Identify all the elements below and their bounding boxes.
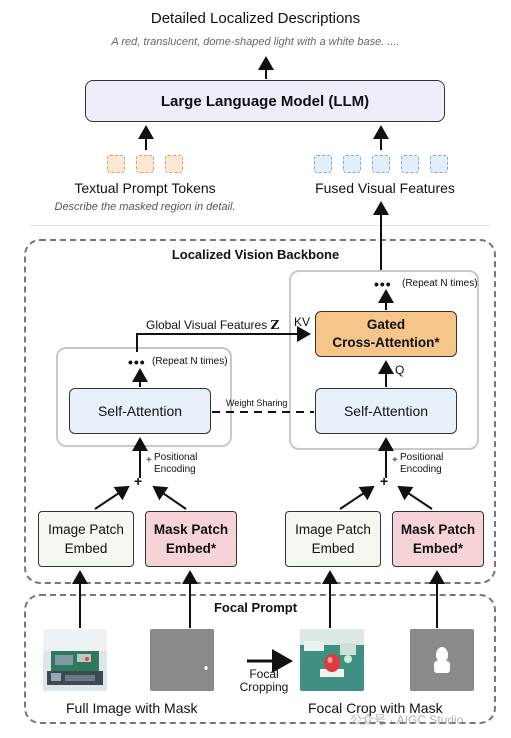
backbone-title: Localized Vision Backbone (171, 247, 340, 262)
focal-prompt-region (24, 594, 496, 724)
separator (30, 225, 490, 226)
text-token (136, 155, 154, 173)
text-token (107, 155, 125, 173)
focal-crop-thumbnail (300, 629, 364, 691)
visual-tokens-label: Fused Visual Features (315, 180, 455, 196)
arrow-embed-plus (397, 485, 433, 510)
text-token (165, 155, 183, 173)
full-mask-thumbnail (150, 629, 214, 691)
output-example: A red, translucent, dome-shaped light wi… (111, 36, 400, 48)
visual-token (430, 155, 448, 173)
full-image-caption: Full Image with Mask (66, 700, 198, 716)
global-features-label: Global Visual Features Z (146, 318, 280, 332)
visual-token (401, 155, 419, 173)
textual-tokens-instruction: Describe the masked region in detail. (54, 201, 236, 213)
repeat-dots-right: ••• (374, 276, 392, 292)
watermark: 公众号 · AIGC Studio (350, 713, 464, 727)
arrow-embed-plus (94, 485, 130, 510)
visual-token (343, 155, 361, 173)
kv-label: KV (294, 315, 311, 329)
visual-token (314, 155, 332, 173)
weight-sharing-label: Weight Sharing (226, 398, 288, 408)
focal-prompt-title: Focal Prompt (213, 600, 298, 615)
pos-enc-plus-left: + (146, 455, 152, 466)
textual-tokens-label: Textual Prompt Tokens (74, 180, 216, 196)
focal-mask-thumbnail (410, 629, 474, 691)
backbone-region (24, 239, 496, 584)
focal-crop-caption: Focal Crop with Mask (308, 700, 443, 716)
arrow-global-features (136, 326, 311, 352)
repeat-label-right: (Repeat N times) (402, 278, 478, 289)
right-self-attention: Self-Attention (315, 388, 457, 434)
arrow-embed-plus (152, 485, 187, 510)
arrow-embed-plus (339, 485, 375, 510)
left-self-attention: Self-Attention (69, 388, 211, 434)
q-label: Q (395, 363, 405, 377)
visual-token (372, 155, 390, 173)
output-title: Detailed Localized Descriptions (150, 10, 361, 27)
llm-block: Large Language Model (LLM) (85, 80, 445, 122)
llm-label: Large Language Model (LLM) (160, 92, 370, 110)
full-image-thumbnail (43, 629, 107, 691)
repeat-dots-left: ••• (128, 354, 146, 370)
repeat-label-left: (Repeat N times) (152, 356, 228, 367)
sum-right: + (380, 473, 389, 489)
pos-enc-plus-right: + (392, 455, 398, 466)
sum-left: + (134, 473, 143, 489)
